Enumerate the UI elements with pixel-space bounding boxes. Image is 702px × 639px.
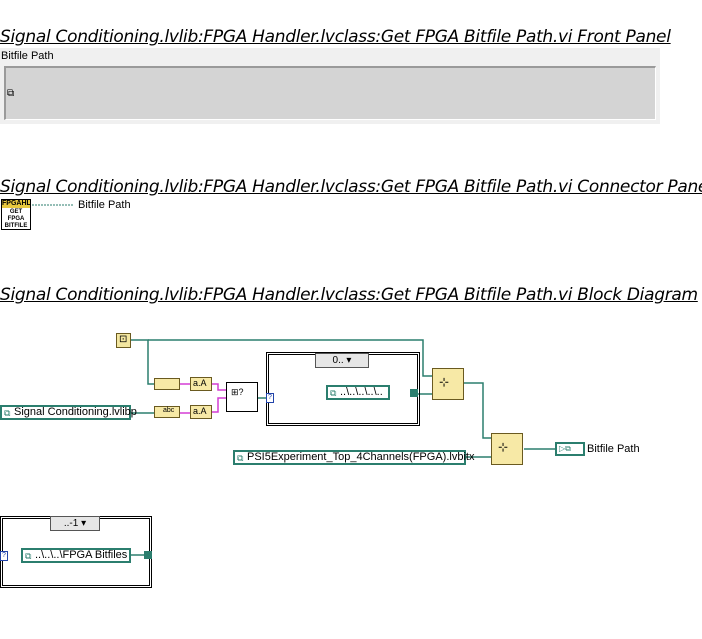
vi-icon-line-1: GET <box>9 209 23 215</box>
build-path-icon: ⊹ <box>498 440 509 454</box>
build-path-node-1[interactable]: ⊹ <box>432 368 464 400</box>
library-path-value: Signal Conditioning.lvlibp <box>14 406 137 418</box>
case-selector-terminal-1: ? <box>266 393 274 403</box>
string-function-node-1[interactable]: a.A <box>190 377 212 391</box>
relative-path-constant[interactable]: ⧉ ..\..\..\..\.. <box>326 385 390 400</box>
case-selector-1-value: 0.. <box>332 355 344 366</box>
compare-icon: ⊞? <box>231 387 244 397</box>
vi-icon-line-2: FPGA <box>7 216 25 222</box>
string-icon: a.A <box>193 406 207 416</box>
output-terminal-label: Bitfile Path <box>587 443 640 455</box>
vi-icon-line-3: BITFILE <box>4 223 28 229</box>
library-path-constant[interactable]: ⧉ Signal Conditioning.lvlibp <box>0 405 137 420</box>
path-icon: ▷⧉ <box>559 444 571 453</box>
case-selector-terminal-2: ? <box>0 551 8 561</box>
case-selector-2[interactable]: ..-1 ▾ <box>50 516 100 531</box>
path-icon: ⧉ <box>7 88 15 99</box>
bitfiles-folder-constant[interactable]: ⧉ ..\..\..\FPGA Bitfiles <box>21 548 131 563</box>
path-icon: ⧉ <box>4 408 11 418</box>
path-icon: ⧉ <box>237 453 244 463</box>
front-panel-title: Signal Conditioning.lvlib:FPGA Handler.l… <box>0 27 671 47</box>
build-path-icon: ⊹ <box>439 375 450 389</box>
bitfiles-folder-value: ..\..\..\FPGA Bitfiles <box>35 549 128 561</box>
bitfile-name-value: PSI5Experiment_Top_4Channels(FPGA).lvbit… <box>247 451 475 463</box>
case-tunnel-1 <box>410 389 418 397</box>
abc-icon: abc <box>163 407 175 414</box>
folder-icon: ⊡ <box>119 334 128 345</box>
build-path-node-2[interactable]: ⊹ <box>491 433 523 465</box>
string-icon: a.A <box>193 378 207 388</box>
bitfile-name-constant[interactable]: ⧉ PSI5Experiment_Top_4Channels(FPGA).lvb… <box>233 450 474 465</box>
path-to-string-node-2[interactable]: abc <box>154 406 180 418</box>
path-to-string-node-1[interactable] <box>154 378 180 390</box>
compare-node[interactable]: ⊞? <box>226 382 258 412</box>
relative-path-value: ..\..\..\..\.. <box>340 386 383 398</box>
vi-icon[interactable]: FPGAHL GET FPGA BITFILE <box>1 199 31 230</box>
connector-terminal-label: Bitfile Path <box>78 199 131 211</box>
path-icon: ⧉ <box>330 388 337 398</box>
case-selector-1[interactable]: 0.. ▾ <box>315 353 369 368</box>
bitfile-path-indicator[interactable]: ⧉ <box>4 66 656 120</box>
bitfile-path-terminal[interactable]: ▷⧉ <box>555 442 585 456</box>
vi-icon-header: FPGAHL <box>2 200 31 208</box>
connector-pane-title: Signal Conditioning.lvlib:FPGA Handler.l… <box>0 177 702 197</box>
default-directory-node[interactable]: ⊡ <box>116 333 131 348</box>
string-function-node-2[interactable]: a.A <box>190 405 212 419</box>
case-tunnel-2 <box>144 551 152 559</box>
bitfile-path-indicator-label: Bitfile Path <box>1 50 54 62</box>
case-selector-2-value: ..-1 <box>63 518 79 529</box>
block-diagram-title: Signal Conditioning.lvlib:FPGA Handler.l… <box>0 285 698 305</box>
path-icon: ⧉ <box>25 551 32 561</box>
